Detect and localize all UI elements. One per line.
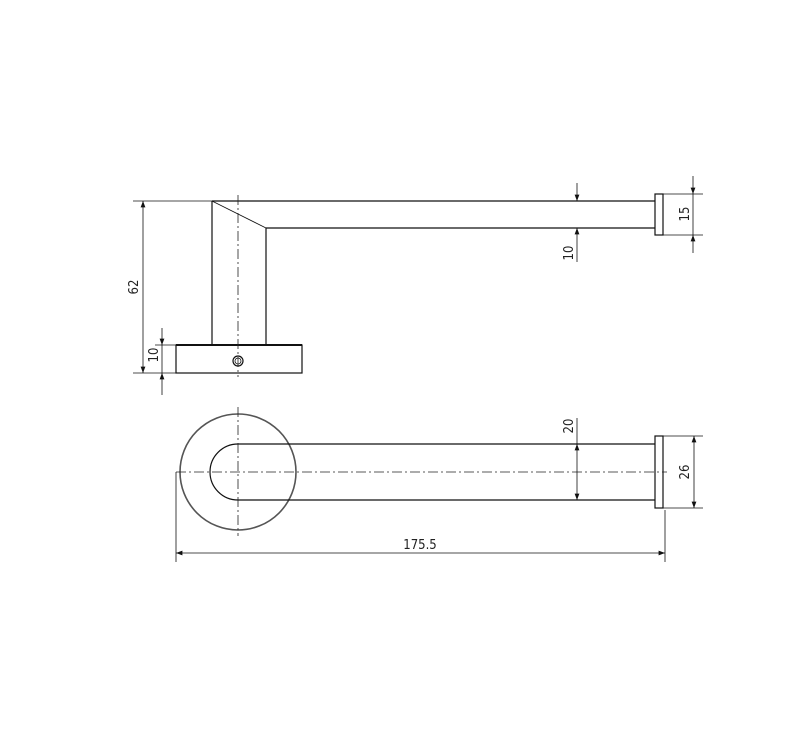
end-cap-side [654, 193, 664, 236]
top-view: 20 26 175.5 [175, 407, 703, 562]
side-view: 62 10 10 15 [127, 176, 703, 395]
dim-62: 62 [127, 280, 142, 295]
dim-20: 20 [562, 419, 577, 434]
dim-175-5: 175.5 [403, 538, 436, 553]
dim-10-bar: 10 [562, 246, 577, 261]
chamfer-line [211, 200, 267, 229]
dim-26: 26 [678, 465, 693, 480]
base-plate [175, 344, 303, 374]
dim-10-base: 10 [147, 348, 162, 363]
bar-end-arc [209, 443, 239, 501]
dim-15: 15 [678, 207, 693, 222]
